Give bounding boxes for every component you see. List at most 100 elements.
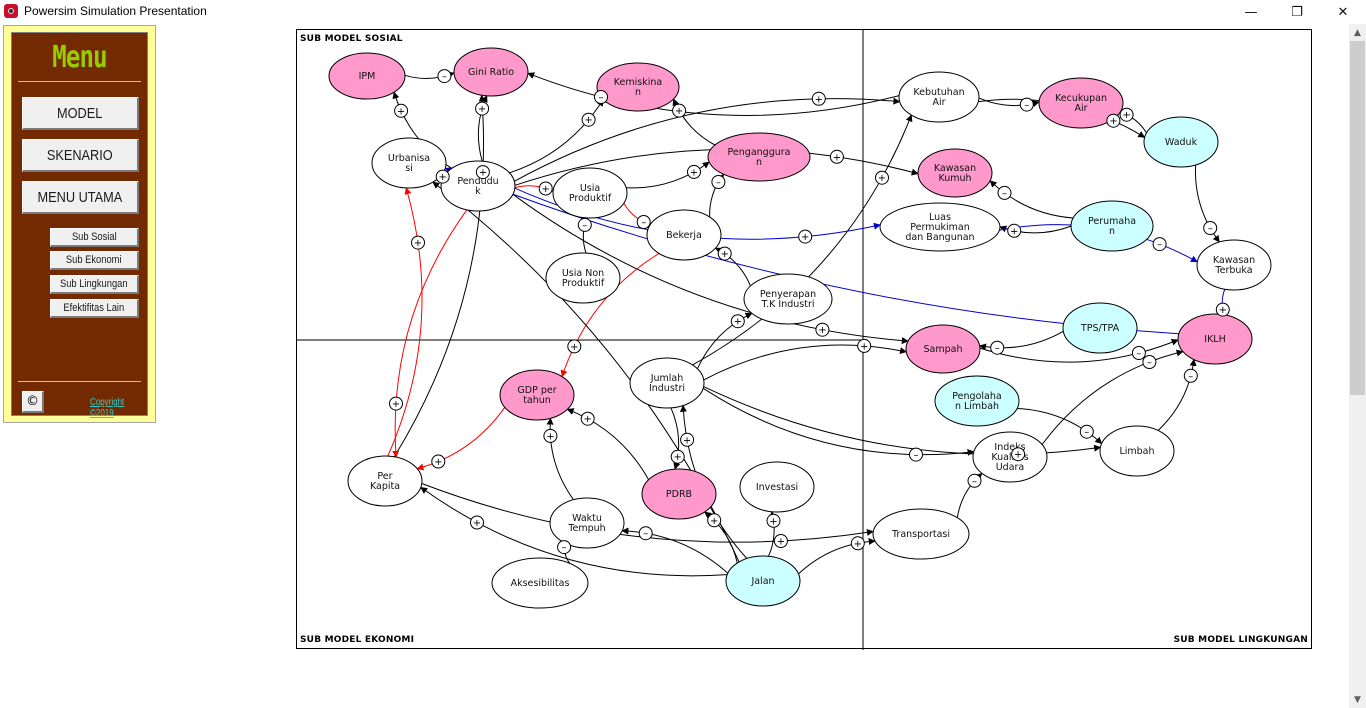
node-ellipse[interactable] [872,508,970,560]
node-ellipse[interactable] [1177,313,1253,365]
link-tps_tpa-to-sampah [979,330,1064,351]
node-ellipse[interactable] [905,324,981,374]
node-ellipse[interactable] [898,71,980,123]
node-ellipse[interactable] [707,132,811,182]
node-limbah[interactable]: Limbah [1099,425,1175,477]
node-ellipse[interactable] [725,555,801,607]
node-iklh[interactable]: IKLH [1177,313,1253,365]
svg-text:+: + [674,452,682,463]
node-ellipse[interactable] [917,148,993,198]
positive-polarity-icon: + [470,515,484,530]
node-tps-tpa[interactable]: TPS/TPA [1062,302,1138,354]
negative-polarity-icon: – [997,185,1012,200]
node-ellipse[interactable] [1038,77,1124,129]
node-ellipse[interactable] [739,461,815,513]
vertical-scrollbar[interactable]: ▲ ▼ [1349,24,1366,708]
node-ellipse[interactable] [596,62,680,112]
node-ellipse[interactable] [1143,116,1219,168]
node-ellipse[interactable] [641,468,717,520]
node-ellipse[interactable] [499,369,575,421]
node-label: Usia Non [562,268,604,279]
node-pdrb[interactable]: PDRB [641,468,717,520]
node-ellipse[interactable] [1099,425,1175,477]
minimize-button[interactable]: — [1244,4,1258,20]
window-title: Powersim Simulation Presentation [24,4,207,18]
sub-lingkungan-button[interactable]: Sub Lingkungan [50,275,139,294]
node-ellipse[interactable] [934,375,1020,427]
sub-ekonomi-button[interactable]: Sub Ekonomi [50,251,139,270]
node-ellipse[interactable] [440,160,516,212]
node-investasi[interactable]: Investasi [739,461,815,513]
node-ellipse[interactable] [1062,302,1138,354]
sub-sosial-button[interactable]: Sub Sosial [50,228,139,247]
menu-utama-button[interactable]: MENU UTAMA [22,181,139,214]
node-ellipse[interactable] [453,47,529,97]
node-label: Kecukupan [1055,93,1107,104]
node-ipm[interactable]: IPM [328,52,406,100]
node-ellipse[interactable] [879,202,1001,252]
restore-button[interactable]: ❐ [1291,4,1303,20]
scroll-up-arrow-icon[interactable]: ▲ [1354,27,1361,38]
close-button[interactable]: ✕ [1337,4,1349,20]
node-ellipse[interactable] [1196,239,1272,291]
positive-polarity-icon: + [829,149,844,164]
node-ellipse[interactable] [743,273,833,325]
svg-text:+: + [1219,305,1227,316]
node-label: k [475,186,481,197]
node-label: GDP per [517,385,556,396]
svg-text:–: – [914,450,919,461]
efektifitas-lain-button[interactable]: Efektifitas Lain [50,299,139,318]
node-bekerja[interactable]: Bekerja [646,209,722,261]
node-ellipse[interactable] [1070,200,1154,252]
skenario-button[interactable]: SKENARIO [22,139,139,172]
scroll-down-arrow-icon[interactable]: ▼ [1354,694,1361,705]
node-ellipse[interactable] [328,52,406,100]
node-jalan[interactable]: Jalan [725,555,801,607]
node-ellipse[interactable] [371,137,447,189]
node-ellipse[interactable] [491,557,589,609]
model-button[interactable]: MODEL [22,97,139,130]
node-aksesibilitas[interactable]: Aksesibilitas [491,557,589,609]
node-waduk[interactable]: Waduk [1143,116,1219,168]
negative-polarity-icon: – [967,473,982,488]
node-ellipse[interactable] [545,252,621,304]
node-ellipse[interactable] [646,209,722,261]
node-ellipse[interactable] [549,497,625,549]
scrollbar-thumb[interactable] [1350,41,1365,395]
positive-polarity-icon: + [717,246,732,261]
node-label: Usia [580,183,600,194]
node-ellipse[interactable] [629,357,705,409]
node-label: Air [932,97,945,108]
svg-text:+: + [479,168,487,179]
positive-polarity-icon: + [815,322,830,337]
copyright-button[interactable]: © [22,391,44,413]
copyright-link[interactable]: Copyright ©2019 [90,397,125,419]
node-sampah[interactable]: Sampah [905,324,981,374]
svg-text:–: – [1084,427,1089,438]
node-label: Penganggura [728,147,791,158]
node-gini[interactable]: Gini Ratio [453,47,529,97]
node-ellipse[interactable] [972,431,1048,483]
node-ellipse[interactable] [347,455,423,507]
node-transportasi[interactable]: Transportasi [872,508,970,560]
node-ellipse[interactable] [552,167,628,219]
